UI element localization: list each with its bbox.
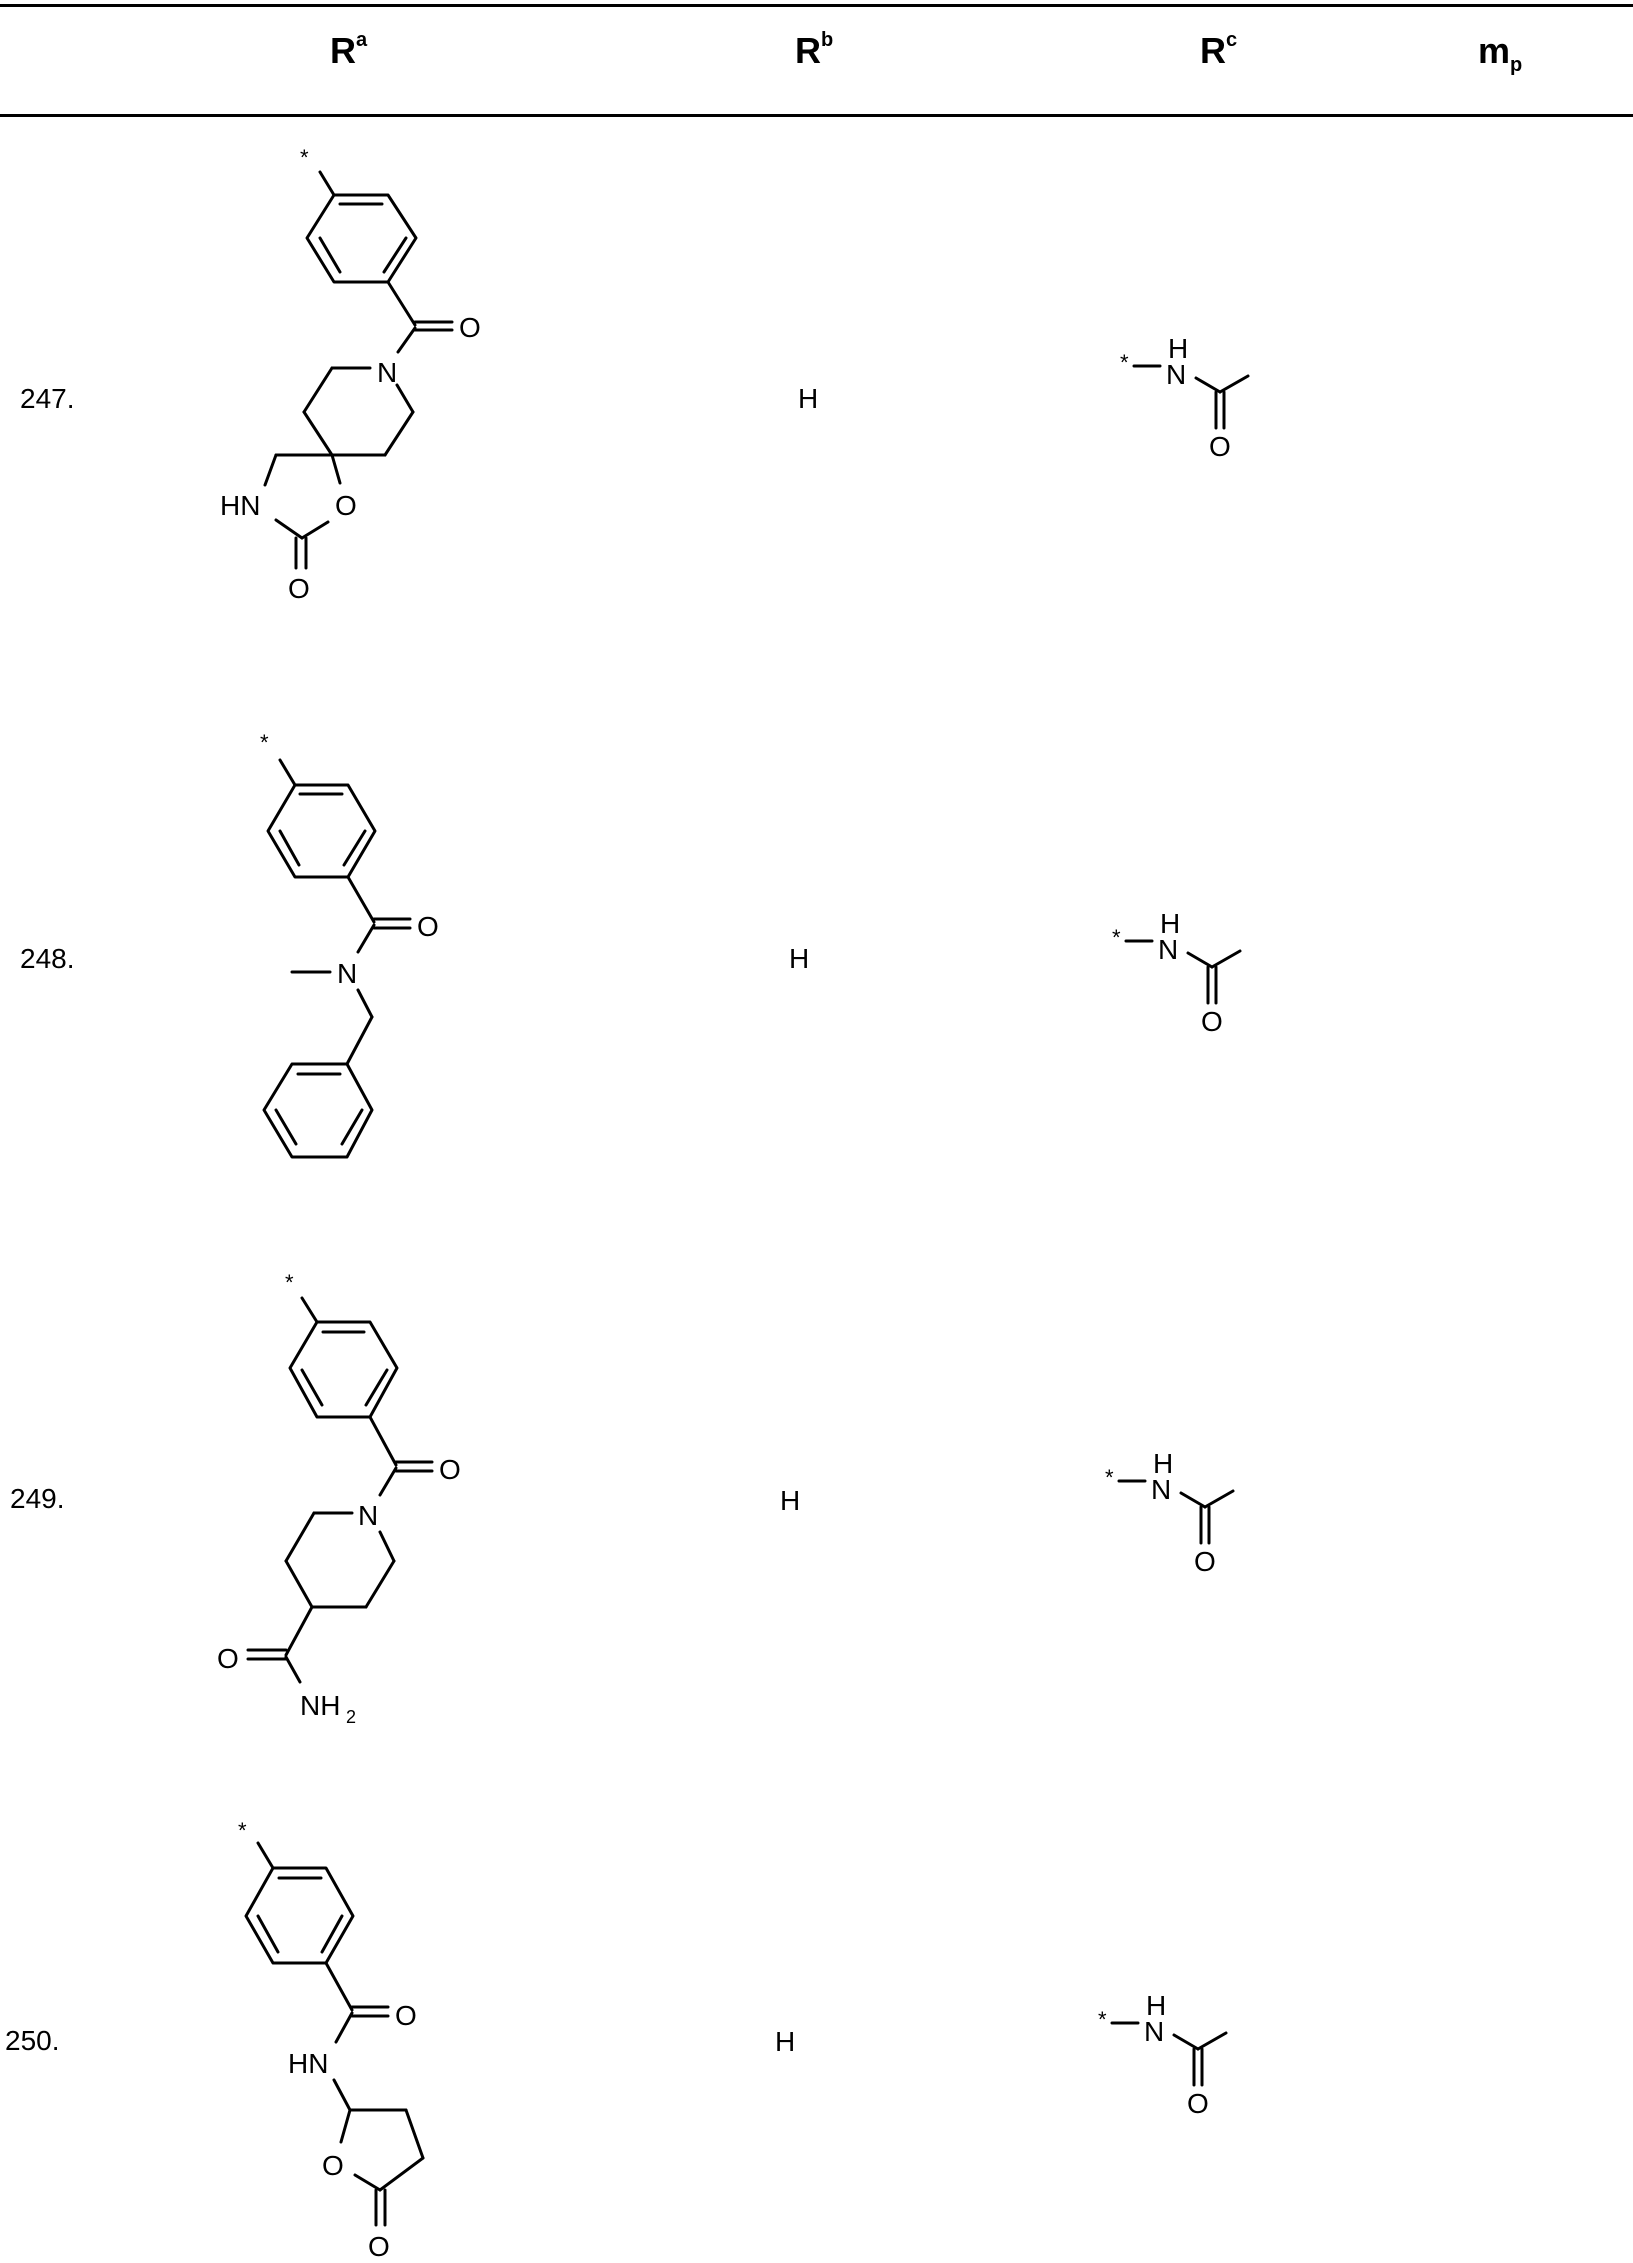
svg-text:O: O xyxy=(217,1643,239,1674)
svg-text:2: 2 xyxy=(346,1707,356,1727)
header-rc: Rc xyxy=(1200,29,1238,71)
svg-text:*: * xyxy=(1105,1465,1114,1490)
header-rb: Rb xyxy=(795,29,834,71)
svg-text:H: H xyxy=(1160,908,1180,939)
table-top-rule xyxy=(0,4,1633,7)
svg-text:O: O xyxy=(322,2150,344,2181)
compound-number: 250. xyxy=(5,2025,60,2056)
svg-text:O: O xyxy=(1194,1546,1216,1577)
svg-text:O: O xyxy=(288,573,310,604)
svg-text:N: N xyxy=(358,1500,378,1531)
compound-number: 247. xyxy=(20,383,75,414)
rc-structure: * H N O xyxy=(1105,1448,1235,1577)
ra-structure: * O N HN O O xyxy=(220,145,481,604)
rb-value: H xyxy=(780,1485,801,1516)
svg-text:N: N xyxy=(1166,359,1186,390)
svg-text:H: H xyxy=(1146,1990,1166,2021)
svg-text:O: O xyxy=(335,490,357,521)
svg-text:*: * xyxy=(1112,925,1121,950)
rc-structure: * H N O xyxy=(1120,333,1250,462)
svg-text:H: H xyxy=(1153,1448,1173,1479)
rc-structure: * H N O xyxy=(1112,908,1242,1037)
svg-text:O: O xyxy=(459,312,481,343)
header-mp: mp xyxy=(1478,30,1523,77)
svg-text:*: * xyxy=(1120,350,1129,375)
svg-text:HN: HN xyxy=(288,2048,328,2079)
svg-text:*: * xyxy=(238,1818,247,1843)
svg-text:*: * xyxy=(260,730,269,755)
rb-value: H xyxy=(789,943,810,974)
svg-text:O: O xyxy=(417,911,439,942)
svg-text:*: * xyxy=(300,145,309,170)
table-header-rule xyxy=(0,114,1633,117)
svg-text:HN: HN xyxy=(220,490,260,521)
rb-value: H xyxy=(775,2026,796,2057)
svg-text:*: * xyxy=(285,1270,294,1295)
compound-number: 248. xyxy=(20,943,75,974)
svg-text:O: O xyxy=(1201,1006,1223,1037)
header-ra: Ra xyxy=(330,29,368,71)
svg-text:N: N xyxy=(1158,934,1178,965)
svg-text:NH: NH xyxy=(300,1690,340,1721)
svg-text:N: N xyxy=(377,357,397,388)
compound-number: 249. xyxy=(10,1483,65,1514)
ra-structure: * O N xyxy=(260,730,439,1159)
svg-text:O: O xyxy=(368,2231,390,2262)
ra-structure: * O N O NH 2 xyxy=(217,1270,461,1727)
svg-text:H: H xyxy=(1168,333,1188,364)
svg-text:*: * xyxy=(1098,2007,1107,2032)
svg-text:O: O xyxy=(1209,431,1231,462)
rc-structure: * H N O xyxy=(1098,1990,1228,2119)
svg-text:O: O xyxy=(1187,2088,1209,2119)
rb-value: H xyxy=(798,383,819,414)
ra-structure: * O HN O O xyxy=(238,1818,425,2262)
svg-text:N: N xyxy=(1144,2016,1164,2047)
svg-text:O: O xyxy=(439,1454,461,1485)
svg-text:O: O xyxy=(395,2000,417,2031)
svg-text:N: N xyxy=(1151,1474,1171,1505)
svg-text:N: N xyxy=(337,958,357,989)
